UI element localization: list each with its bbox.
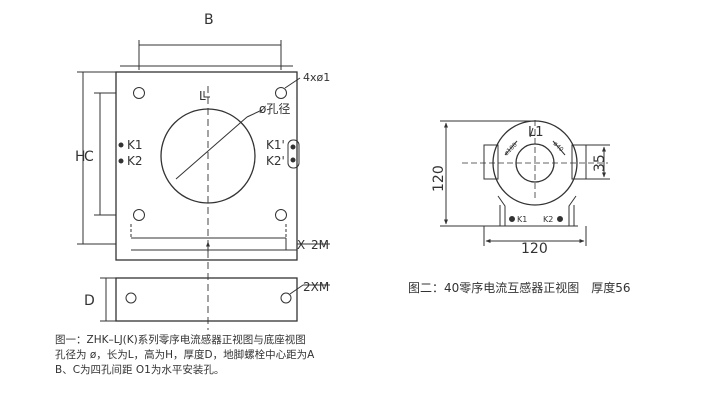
holes-label: 4xø1 xyxy=(303,71,330,84)
bore-diameter-line xyxy=(175,116,248,180)
terminal-k1 xyxy=(118,142,124,148)
k2-label: K2 xyxy=(127,154,143,168)
fig2-inner-dia-left: ø100 xyxy=(503,141,519,157)
figure-1-labels: B H C D L 4xø1 ø孔径 K1 K2 K1' K2' X 2M 2X… xyxy=(75,12,330,309)
l1-leader xyxy=(529,127,534,138)
transformer-body xyxy=(115,71,298,261)
l-marker xyxy=(203,91,210,98)
mount-hole-top-right xyxy=(275,87,287,99)
mount-hole-bottom-right xyxy=(275,209,287,221)
fig2-terminal-k2 xyxy=(557,216,563,222)
fig2-inner-dia-right: ø40 xyxy=(552,140,565,153)
tab-right xyxy=(571,144,587,180)
bore-leader xyxy=(246,109,263,118)
fig2-l1-label: L1 xyxy=(528,125,544,140)
terminal-k1r xyxy=(290,144,296,150)
base-slot-left xyxy=(125,292,137,304)
terminal-bar xyxy=(287,139,300,169)
caption-line-3: B、C为四孔间距 O1为水平安装孔。 xyxy=(55,364,225,376)
fig2-width-label: 120 xyxy=(521,241,548,257)
fig2-right-label: 35 xyxy=(592,154,608,172)
figure-1-front-view xyxy=(77,40,330,330)
base-side-label: 2M xyxy=(311,238,329,252)
l-label: L xyxy=(199,89,206,103)
base-slot-right xyxy=(280,292,292,304)
base-plate xyxy=(497,195,577,227)
k2r-label: K2' xyxy=(266,154,285,168)
k1r-label: K1' xyxy=(266,138,285,152)
terminal-k2 xyxy=(118,158,124,164)
base-view xyxy=(115,277,298,322)
k1-label: K1 xyxy=(127,138,143,152)
mount-hole-bottom-left xyxy=(133,209,145,221)
figure-1-caption: 图一：ZHK–LJ(K)系列零序电流感器正视图与底座视图 孔径为 ø，长为L，高… xyxy=(55,333,395,378)
tab-left xyxy=(483,144,499,180)
bore-label: ø孔径 xyxy=(259,102,290,116)
mount-hole-top-left xyxy=(133,87,145,99)
fig2-k1-label: K1 xyxy=(517,215,527,224)
x-mark-label: X xyxy=(297,238,305,252)
base-top-label: 2XM xyxy=(303,280,329,294)
dim-h-label: H xyxy=(75,149,86,165)
figure-2-front-view xyxy=(440,120,610,246)
dim-b-label: B xyxy=(204,12,214,28)
inner-dia-left xyxy=(504,140,518,156)
fig2-height-label: 120 xyxy=(431,165,447,192)
leader-2xm xyxy=(289,284,304,295)
dim-d-label: D xyxy=(84,293,95,309)
leader-holes xyxy=(284,77,301,89)
caption-line-1: 图一：ZHK–LJ(K)系列零序电流感器正视图与底座视图 xyxy=(55,334,306,346)
caption-line-2: 孔径为 ø，长为L，高为H，厚度D，地脚螺栓中心距为A xyxy=(55,349,315,361)
dim-c-label: C xyxy=(84,149,94,165)
inner-dia-right xyxy=(552,140,566,156)
terminal-k2r xyxy=(290,157,296,163)
fig2-terminal-k1 xyxy=(509,216,515,222)
fig2-k2-label: K2 xyxy=(543,215,553,224)
figure-2-caption: 图二：40零序电流互感器正视图 厚度56 xyxy=(408,281,631,295)
